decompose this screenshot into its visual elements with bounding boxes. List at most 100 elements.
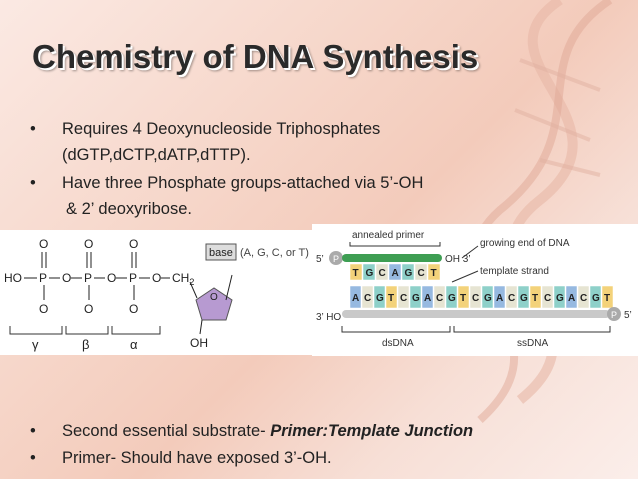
base-tile bbox=[505, 285, 518, 309]
base-letter: A bbox=[352, 293, 359, 304]
base-tile bbox=[493, 285, 506, 309]
bullet-icon: • bbox=[30, 174, 36, 192]
base-tile bbox=[401, 263, 415, 281]
dntp-structure-diagram: O O O HO P O P O P O CH2 O bbox=[4, 237, 309, 352]
base-box bbox=[205, 243, 237, 261]
base-letter: C bbox=[472, 293, 479, 304]
base-tile bbox=[362, 263, 376, 281]
base-tile bbox=[414, 263, 428, 281]
base-letter: C bbox=[544, 293, 551, 304]
base-tile bbox=[541, 285, 554, 309]
alpha-label: α bbox=[130, 337, 138, 352]
base-tile bbox=[553, 285, 566, 309]
base-letter: G bbox=[520, 293, 528, 304]
base-tile bbox=[388, 263, 402, 281]
base-tile bbox=[601, 285, 614, 309]
primer-3oh-label: OH 3’ bbox=[445, 254, 471, 265]
base-tile bbox=[589, 285, 602, 309]
base-letter: C bbox=[400, 293, 407, 304]
base-letter: A bbox=[496, 293, 503, 304]
phosphate-circle bbox=[607, 307, 621, 321]
base-tile bbox=[433, 285, 446, 309]
ssdna-label: ssDNA bbox=[517, 338, 548, 349]
base-letter: C bbox=[364, 293, 371, 304]
phosphate-circle bbox=[329, 251, 343, 265]
base-letter: T bbox=[353, 268, 359, 279]
bullet-item: • Have three Phosphate groups-attached v… bbox=[30, 170, 450, 222]
base-letter: T bbox=[460, 293, 466, 304]
base-letter: A bbox=[424, 293, 431, 304]
bullet-text-line: & 2’ deoxyribose. bbox=[66, 200, 192, 218]
base-tile bbox=[373, 285, 386, 309]
base-letter: C bbox=[580, 293, 587, 304]
base-tile bbox=[469, 285, 482, 309]
base-tile bbox=[397, 285, 410, 309]
phosphate-label: P bbox=[333, 254, 339, 264]
ch2-main: CH bbox=[172, 271, 189, 285]
growing-end-label: growing end of DNA bbox=[480, 238, 570, 249]
base-letter: G bbox=[412, 293, 420, 304]
base-tile bbox=[529, 285, 542, 309]
ho-label: HO bbox=[4, 271, 22, 285]
dsdna-label: dsDNA bbox=[382, 338, 414, 349]
base-letter: G bbox=[556, 293, 564, 304]
oh-label: OH bbox=[190, 336, 208, 350]
base-letter: T bbox=[388, 293, 394, 304]
base-tile bbox=[349, 263, 363, 281]
bullet-icon: • bbox=[30, 422, 36, 440]
base-tile bbox=[349, 285, 362, 309]
deoxyribose-ring bbox=[195, 287, 233, 321]
base-letter: T bbox=[604, 293, 610, 304]
base-letter: C bbox=[508, 293, 515, 304]
template-5prime-label: 5’ bbox=[624, 310, 632, 321]
base-letter: A bbox=[568, 293, 575, 304]
phosphorus-label: P bbox=[39, 271, 47, 285]
oxygen-label: O bbox=[39, 237, 48, 251]
beta-label: β bbox=[82, 337, 89, 352]
bullet-list-bottom: • Second essential substrate- Primer:Tem… bbox=[30, 418, 473, 472]
phosphorus-label: P bbox=[84, 271, 92, 285]
ch2-label: CH2 bbox=[172, 271, 194, 287]
oxygen-label: O bbox=[62, 271, 71, 285]
slide-title: Chemistry of DNA Synthesis bbox=[32, 38, 479, 75]
base-letter: G bbox=[448, 293, 456, 304]
base-tile bbox=[457, 285, 470, 309]
bullet-icon: • bbox=[30, 449, 36, 467]
base-letter: G bbox=[376, 293, 384, 304]
base-tile bbox=[565, 285, 578, 309]
oxygen-label: O bbox=[84, 302, 93, 316]
annealed-primer-label: annealed primer bbox=[352, 230, 425, 241]
base-letter: T bbox=[532, 293, 538, 304]
bullet-text: Second essential substrate- bbox=[62, 422, 271, 440]
ring-oxygen-label: O bbox=[210, 292, 218, 303]
bullet-text-line: (dGTP,dCTP,dATP,dTTP). bbox=[62, 146, 251, 164]
phosphate-label: P bbox=[611, 310, 617, 320]
base-label: base bbox=[209, 247, 233, 259]
bullet-item: • Primer- Should have exposed 3’-OH. bbox=[30, 445, 473, 472]
ch2-subscript: 2 bbox=[189, 277, 194, 287]
primer-backbone bbox=[342, 254, 442, 262]
bullet-item: • Second essential substrate- Primer:Tem… bbox=[30, 418, 473, 445]
base-letter: C bbox=[418, 268, 425, 279]
base-tile bbox=[361, 285, 374, 309]
bullet-text-line: Requires 4 Deoxynucleoside Triphosphates bbox=[62, 120, 381, 138]
gamma-label: γ bbox=[32, 337, 39, 352]
base-letter: C bbox=[436, 293, 443, 304]
base-tile bbox=[375, 263, 389, 281]
oxygen-label: O bbox=[39, 302, 48, 316]
oxygen-label: O bbox=[152, 271, 161, 285]
base-letter: T bbox=[431, 268, 437, 279]
base-tile bbox=[421, 285, 434, 309]
template-3ho-label: 3’ HO bbox=[316, 312, 341, 323]
base-tile bbox=[427, 263, 441, 281]
primer-template-figure: annealed primer growing end of DNA templ… bbox=[312, 224, 638, 356]
primer-template-diagram: annealed primer growing end of DNA templ… bbox=[316, 230, 632, 349]
base-letter: G bbox=[592, 293, 600, 304]
base-note: (A, G, C, or T) bbox=[240, 247, 309, 259]
template-strand-label: template strand bbox=[480, 266, 549, 277]
base-tile bbox=[481, 285, 494, 309]
base-tile bbox=[517, 285, 530, 309]
oxygen-label: O bbox=[107, 271, 116, 285]
